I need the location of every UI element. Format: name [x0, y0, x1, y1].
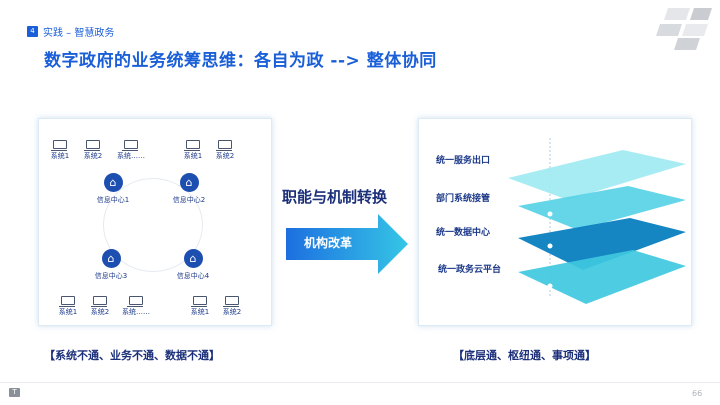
home-icon: ⌂ — [103, 173, 123, 192]
system-label: 系统1 — [190, 308, 210, 316]
footer-logo-icon: T — [9, 388, 20, 397]
home-icon: ⌂ — [183, 249, 203, 268]
transform-arrow — [286, 214, 408, 274]
left-caption: 【系统不通、业务不通、数据不通】 — [44, 349, 220, 362]
section-number-badge: 4 — [27, 26, 38, 37]
computer-icon — [91, 296, 107, 307]
footer-divider — [0, 382, 720, 383]
hub-label: 信息中心2 — [172, 196, 206, 204]
layer-label: 统一数据中心 — [436, 228, 491, 238]
system-label: 系统2 — [90, 308, 110, 316]
computer-icon — [191, 296, 207, 307]
layer-label: 部门系统接管 — [436, 194, 491, 204]
computer-icon — [223, 296, 239, 307]
arrow-label: 机构改革 — [304, 236, 353, 250]
corner-logo-icon — [656, 8, 712, 50]
hub-label: 信息中心4 — [176, 272, 210, 280]
system-label: 系统…… — [117, 152, 145, 160]
info-center-hub: ⌂ 信息中心1 — [83, 173, 143, 205]
system-label: 系统1 — [50, 152, 70, 160]
page-title: 数字政府的业务统筹思维：各自为政 --> 整体协同 — [44, 51, 437, 71]
page-number: 66 — [692, 389, 703, 398]
system-label: 系统2 — [83, 152, 103, 160]
system-label: 系统2 — [215, 152, 235, 160]
system-label: 系统1 — [58, 308, 78, 316]
system-computer: 系统2 — [83, 296, 117, 317]
system-computer: 系统1 — [51, 296, 85, 317]
computer-icon — [59, 296, 75, 307]
system-computer: 系统2 — [208, 140, 242, 161]
computer-icon — [184, 140, 200, 151]
hub-label: 信息中心3 — [94, 272, 128, 280]
system-computer: 系统2 — [76, 140, 110, 161]
system-label: 系统1 — [183, 152, 203, 160]
system-computer: 系统…… — [111, 140, 151, 161]
system-label: 系统2 — [222, 308, 242, 316]
info-center-hub: ⌂ 信息中心4 — [163, 249, 223, 281]
system-label: 系统…… — [122, 308, 150, 316]
hub-label: 信息中心1 — [96, 196, 130, 204]
computer-icon — [216, 140, 232, 151]
hub-ring — [103, 178, 203, 272]
system-computer: 系统2 — [215, 296, 249, 317]
right-diagram-panel — [418, 118, 692, 326]
computer-icon — [51, 140, 67, 151]
computer-icon — [127, 296, 143, 307]
section-label: 实践 – 智慧政务 — [43, 28, 115, 39]
info-center-hub: ⌂ 信息中心2 — [159, 173, 219, 205]
system-computer: 系统1 — [176, 140, 210, 161]
system-computer: 系统…… — [116, 296, 156, 317]
info-center-hub: ⌂ 信息中心3 — [81, 249, 141, 281]
layer-label: 统一服务出口 — [436, 156, 491, 166]
computer-icon — [84, 140, 100, 151]
layer-label: 统一政务云平台 — [438, 265, 502, 275]
home-icon: ⌂ — [179, 173, 199, 192]
right-caption: 【底层通、枢纽通、事项通】 — [453, 349, 596, 362]
system-computer: 系统1 — [43, 140, 77, 161]
transformation-title: 职能与机制转换 — [282, 188, 388, 206]
layered-platform-diagram — [508, 138, 686, 304]
home-icon: ⌂ — [101, 249, 121, 268]
system-computer: 系统1 — [183, 296, 217, 317]
computer-icon — [122, 140, 138, 151]
